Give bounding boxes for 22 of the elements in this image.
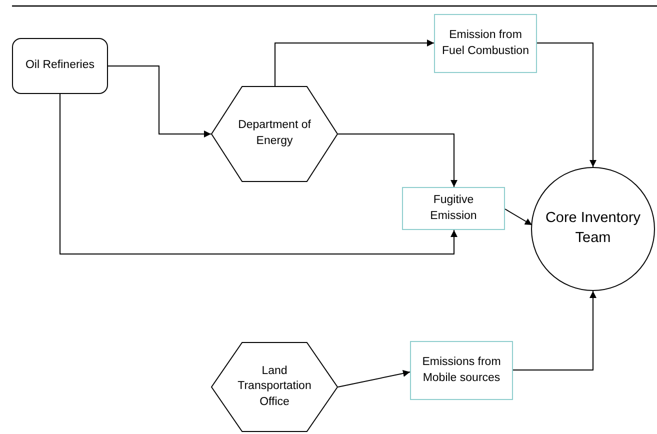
arrow [338,134,458,188]
hexagon [211,86,338,182]
arrow [338,370,410,388]
arrow [108,66,212,138]
arrow [60,94,458,254]
arrow [512,290,596,370]
node-label: Emissions from Mobile sources [421,354,502,386]
process-box [402,187,505,230]
node-label: Department of Energy [237,118,312,149]
arrow [274,40,434,86]
rounded-box [12,38,108,94]
node-label: Fugitive Emission [429,192,478,224]
arrow [504,208,532,226]
process-box [434,14,537,73]
node-label: Oil Refineries [25,58,95,74]
circle [531,167,655,291]
node-label: Emission from Fuel Combustion [441,28,530,58]
process-box [410,341,513,400]
arrow [536,42,596,168]
hexagon [211,342,338,432]
node-label: Core Inventory Team [544,209,642,248]
node-label: Land Transportation Office [236,364,312,410]
